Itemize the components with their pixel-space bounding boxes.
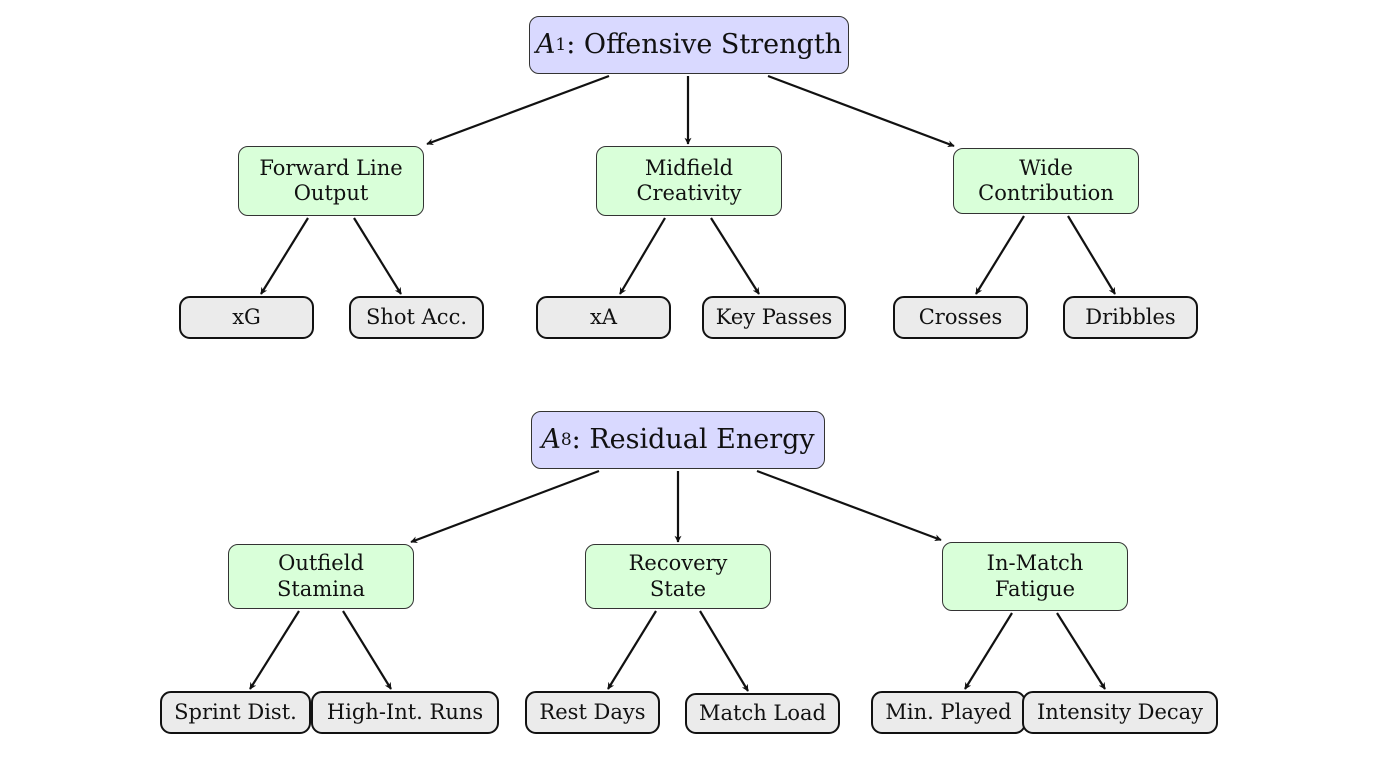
- leaf-node-xa: xA: [536, 296, 671, 339]
- leaf-node-key-passes: Key Passes: [702, 296, 846, 339]
- root-label: : Residual Energy: [571, 423, 815, 455]
- leaf-node-xg: xG: [179, 296, 314, 339]
- leaf-label: Key Passes: [715, 304, 833, 329]
- edge-arrow-midfield-to-xa: [619, 217, 666, 295]
- root-variable: A: [541, 423, 561, 455]
- leaf-label: Match Load: [699, 700, 826, 725]
- edge-arrow-outfield-to-sprint: [249, 610, 300, 690]
- node-label: Forward Line Output: [259, 155, 403, 205]
- leaf-node-rest-days: Rest Days: [525, 691, 660, 734]
- node-label: Wide Contribution: [978, 155, 1114, 205]
- leaf-label: High-Int. Runs: [326, 699, 484, 724]
- edge-arrow-root2-to-in-match: [756, 469, 942, 542]
- edge-arrow-recovery-to-match-load: [699, 610, 749, 692]
- leaf-label: Dribbles: [1085, 304, 1176, 329]
- leaf-label: Min. Played: [885, 699, 1012, 724]
- edge-arrow-root1-to-forward-line: [426, 74, 610, 146]
- leaf-label: Shot Acc.: [365, 304, 468, 329]
- leaf-node-high-int-runs: High-Int. Runs: [311, 691, 499, 734]
- edge-arrow-forward-line-to-shot-acc: [353, 217, 402, 295]
- node-label: Recovery State: [628, 551, 728, 601]
- edge-arrow-recovery-to-rest-days: [607, 610, 657, 690]
- root-variable: A: [535, 28, 556, 60]
- leaf-node-match-load: Match Load: [685, 693, 840, 734]
- edge-arrow-wide-to-dribbles: [1067, 215, 1116, 295]
- node-label: Midfield Creativity: [636, 155, 742, 205]
- leaf-label: Rest Days: [539, 699, 646, 724]
- leaf-node-crosses: Crosses: [893, 296, 1028, 339]
- leaf-label: xA: [589, 304, 617, 329]
- leaf-label: Intensity Decay: [1036, 699, 1204, 724]
- node-in-match-fatigue: In-Match Fatigue: [942, 542, 1128, 611]
- node-label: Outfield Stamina: [276, 551, 366, 601]
- leaf-node-dribbles: Dribbles: [1063, 296, 1198, 339]
- root-subscript: 8: [560, 429, 572, 450]
- leaf-node-sprint-dist: Sprint Dist.: [160, 691, 311, 734]
- leaf-label: xG: [232, 304, 261, 329]
- node-midfield-creativity: Midfield Creativity: [596, 146, 782, 216]
- edge-arrow-root2-to-outfield: [410, 469, 600, 544]
- root-subscript: 1: [555, 34, 567, 55]
- node-recovery-state: Recovery State: [585, 544, 771, 609]
- leaf-node-min-played: Min. Played: [871, 691, 1026, 734]
- edge-arrow-forward-line-to-xg: [260, 217, 309, 295]
- node-outfield-stamina: Outfield Stamina: [228, 544, 414, 609]
- node-forward-line-output: Forward Line Output: [238, 146, 424, 216]
- edge-arrow-midfield-to-key-passes: [710, 217, 760, 295]
- edge-arrow-outfield-to-high-int: [342, 610, 392, 690]
- leaf-node-intensity-decay: Intensity Decay: [1022, 691, 1218, 734]
- edge-arrow-in-match-to-min-played: [964, 612, 1013, 690]
- edge-arrow-wide-to-crosses: [975, 215, 1025, 295]
- leaf-label: Crosses: [918, 304, 1003, 329]
- leaf-label: Sprint Dist.: [174, 699, 297, 724]
- edge-arrow-root1-to-wide: [767, 74, 955, 148]
- edge-arrow-in-match-to-intensity: [1056, 612, 1106, 690]
- node-wide-contribution: Wide Contribution: [953, 148, 1139, 214]
- root-label: : Offensive Strength: [566, 28, 843, 60]
- node-label: In-Match Fatigue: [986, 551, 1084, 601]
- leaf-node-shot-acc: Shot Acc.: [349, 296, 484, 339]
